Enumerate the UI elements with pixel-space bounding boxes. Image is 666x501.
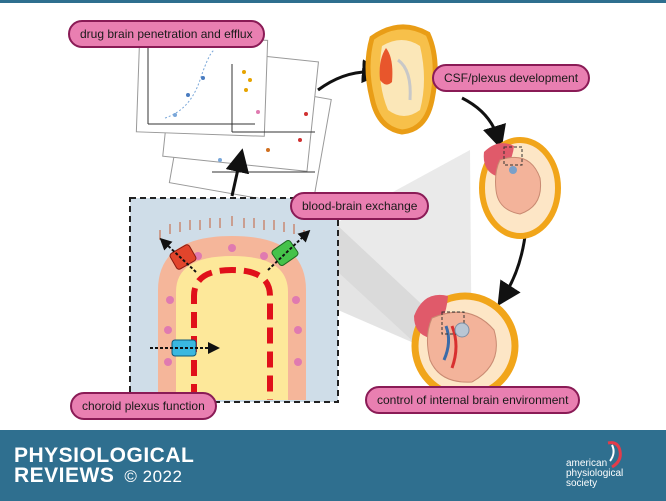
label-internal-brain-environment: control of internal brain environment bbox=[365, 386, 581, 414]
top-accent-bar bbox=[0, 0, 666, 3]
arrow-icon bbox=[461, 96, 506, 150]
embryo-icon bbox=[479, 137, 561, 239]
journal-brand: PHYSIOLOGICAL REVIEWS © 2022 bbox=[14, 444, 195, 487]
journal-footer: PHYSIOLOGICAL REVIEWS © 2022 american ph… bbox=[0, 430, 666, 501]
arrow-icon bbox=[317, 59, 386, 92]
diagram-canvas bbox=[129, 24, 561, 403]
aps-logo-icon bbox=[607, 441, 622, 469]
plexus-tissue-icon bbox=[129, 197, 339, 403]
aps-line2: physiological bbox=[566, 468, 624, 479]
aps-line3: society bbox=[566, 478, 598, 489]
zoom-cone-lower bbox=[338, 226, 430, 350]
aps-logo: american physiological society bbox=[566, 439, 650, 495]
journal-name-line2: REVIEWS bbox=[14, 464, 115, 487]
label-drug-penetration: drug brain penetration and efflux bbox=[68, 20, 265, 48]
arrow-icon bbox=[225, 148, 250, 197]
copyright-text: © 2022 bbox=[124, 467, 183, 486]
label-choroid-plexus-function: choroid plexus function bbox=[70, 392, 217, 420]
embryo-icon bbox=[411, 292, 519, 400]
label-csf-plexus-development: CSF/plexus development bbox=[432, 64, 591, 92]
aps-line1: american bbox=[566, 458, 608, 469]
label-blood-brain-exchange: blood-brain exchange bbox=[290, 192, 430, 220]
journal-name-line1: PHYSIOLOGICAL bbox=[14, 444, 195, 467]
paper-plots-icon bbox=[135, 35, 332, 209]
embryo-icon bbox=[365, 24, 438, 135]
